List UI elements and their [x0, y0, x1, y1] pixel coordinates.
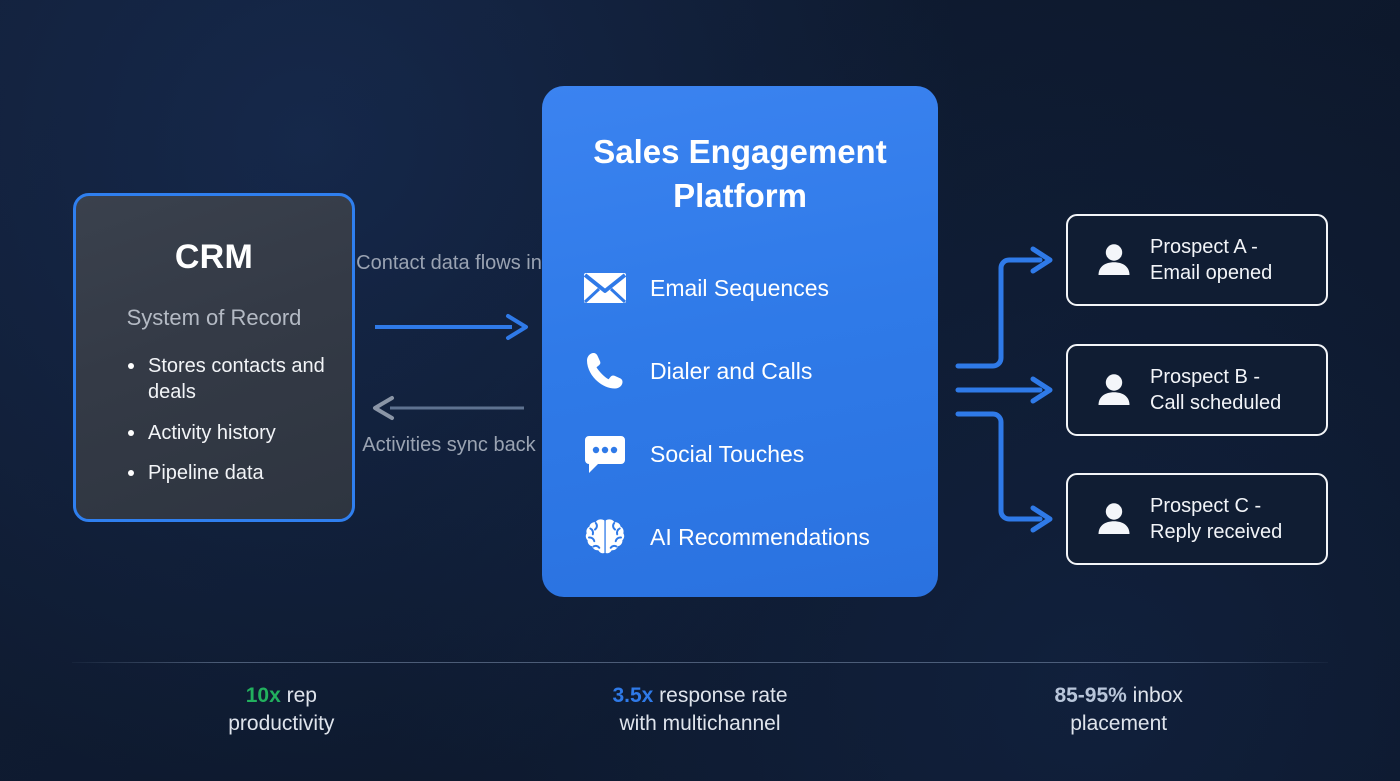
- chat-bubble-icon: [582, 432, 628, 476]
- platform-feature-list: Email Sequences Dialer and Calls: [542, 255, 938, 570]
- list-item: Stores contacts and deals: [126, 353, 334, 406]
- prospect-line-1: Prospect C -: [1150, 494, 1262, 517]
- stat-value: 10x: [245, 684, 281, 707]
- stat-inbox-placement: 85-95% inbox placement: [909, 682, 1328, 738]
- person-icon: [1094, 499, 1134, 539]
- person-icon: [1094, 240, 1134, 280]
- stat-value: 3.5x: [612, 684, 654, 707]
- connector-to-prospect-a: [955, 246, 1053, 369]
- stat-response-rate: 3.5x response rate with multichannel: [491, 682, 910, 738]
- feature-row-ai-recommendations: AI Recommendations: [582, 504, 938, 570]
- footer-divider: [72, 662, 1328, 663]
- person-icon: [1094, 370, 1134, 410]
- feature-label: AI Recommendations: [650, 523, 870, 550]
- prospect-label: Prospect A - Email opened: [1150, 234, 1272, 287]
- flow-label-forward: Contact data flows in: [356, 252, 542, 274]
- list-item: Activity history: [126, 420, 334, 446]
- phone-icon: [582, 349, 628, 393]
- prospect-card-b: Prospect B - Call scheduled: [1066, 344, 1328, 436]
- stat-text-line-1: rep: [280, 684, 317, 707]
- stat-rep-productivity: 10x rep productivity: [72, 682, 491, 738]
- feature-row-email-sequences: Email Sequences: [582, 255, 938, 321]
- brain-icon: [582, 515, 628, 559]
- stat-text-line-2: placement: [1070, 711, 1168, 735]
- stat-text-line-2: productivity: [228, 711, 335, 735]
- platform-title: Sales Engagement Platform: [593, 133, 887, 214]
- prospect-label: Prospect C - Reply received: [1150, 493, 1282, 546]
- feature-label: Dialer and Calls: [650, 357, 813, 384]
- prospect-line-2: Call scheduled: [1150, 392, 1282, 414]
- crm-bullet-list: Stores contacts and deals Activity histo…: [76, 353, 352, 501]
- crm-card: CRM System of Record Stores contacts and…: [73, 193, 355, 522]
- stat-value: 85-95%: [1054, 684, 1127, 707]
- arrow-right-icon: [375, 314, 528, 340]
- connector-to-prospect-c: [955, 411, 1053, 533]
- feature-label: Social Touches: [650, 440, 805, 467]
- prospect-label: Prospect B - Call scheduled: [1150, 364, 1281, 417]
- prospect-line-2: Reply received: [1150, 521, 1283, 543]
- envelope-icon: [582, 266, 628, 310]
- prospect-line-2: Email opened: [1150, 262, 1273, 284]
- sales-engagement-platform-card: Sales Engagement Platform Email Sequence…: [542, 86, 938, 597]
- prospect-card-c: Prospect C - Reply received: [1066, 473, 1328, 565]
- list-item: Pipeline data: [126, 460, 334, 486]
- prospect-line-1: Prospect A -: [1150, 235, 1258, 258]
- crm-subtitle: System of Record: [126, 305, 302, 330]
- prospect-card-a: Prospect A - Email opened: [1066, 214, 1328, 306]
- arrow-left-icon: [373, 396, 524, 420]
- crm-title: CRM: [174, 238, 254, 276]
- feature-label: Email Sequences: [650, 274, 829, 301]
- connector-to-prospect-b: [955, 376, 1053, 404]
- stats-row: 10x rep productivity 3.5x response rate …: [72, 682, 1328, 738]
- stat-text-line-1: response rate: [653, 684, 788, 707]
- feature-row-social-touches: Social Touches: [582, 421, 938, 487]
- prospect-line-1: Prospect B -: [1150, 365, 1261, 388]
- stat-text-line-2: with multichannel: [619, 711, 781, 735]
- feature-row-dialer-and-calls: Dialer and Calls: [582, 338, 938, 404]
- flow-label-backward: Activities sync back: [362, 434, 536, 456]
- stat-text-line-1: inbox: [1126, 684, 1183, 707]
